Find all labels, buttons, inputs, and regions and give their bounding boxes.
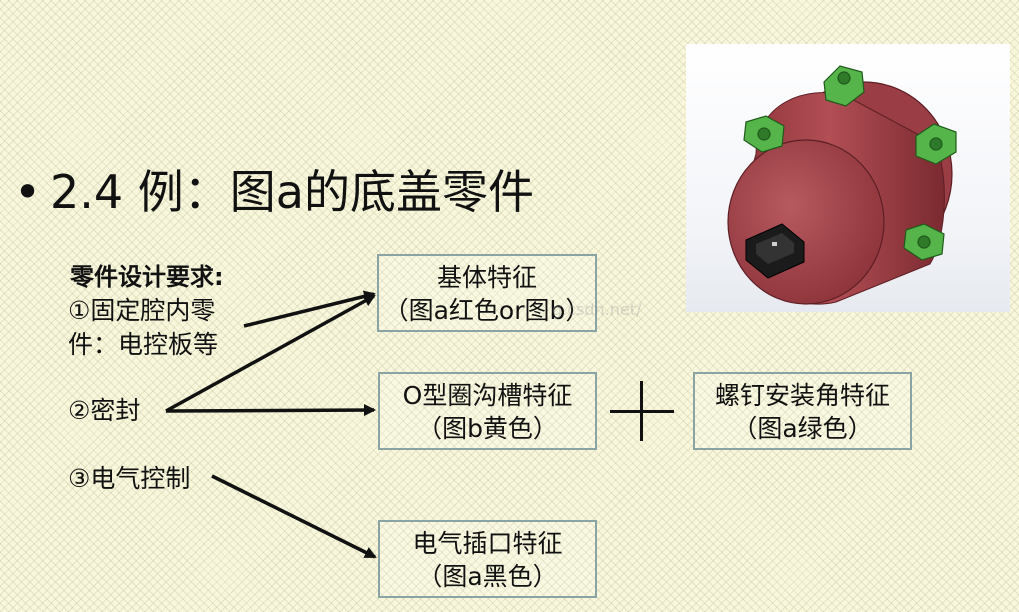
feature-oring-note: （图b黄色）: [417, 414, 558, 443]
title-bullet: •: [14, 165, 42, 219]
slide-title: •2.4 例：图a的底盖零件: [14, 162, 534, 222]
requirement-1-line-2: 件：电控板等: [68, 330, 219, 359]
front-face: [727, 139, 885, 305]
screw-lug-top: [823, 65, 865, 107]
electrical-plug: [745, 223, 805, 279]
feature-base-note: （图a红色or图b）: [383, 296, 591, 325]
feature-plug-note: （图a黑色）: [417, 562, 558, 591]
feature-box-screw-lug: 螺钉安装角特征 （图a绿色）: [693, 372, 912, 450]
title-text: 2.4 例：图a的底盖零件: [50, 165, 534, 219]
requirement-1-line-1: ①固定腔内零: [68, 296, 216, 325]
requirement-2: ②密封: [68, 396, 141, 425]
feature-base-title: 基体特征: [436, 263, 537, 292]
requirements-heading: 零件设计要求:: [70, 263, 224, 291]
feature-box-base: 基体特征 （图a红色or图b）: [377, 254, 597, 332]
requirement-3: ③电气控制: [68, 464, 191, 493]
feature-box-oring-groove: O型圈沟槽特征 （图b黄色）: [378, 372, 597, 450]
screw-lug-top-hole: [837, 71, 851, 85]
plus-icon: [610, 381, 674, 441]
screw-lug-bottom-hole: [917, 235, 931, 249]
arrow-req2-to-base: [165, 294, 376, 413]
arrow-req2-to-oring: [165, 404, 376, 417]
watermark-text: g.csdn.net/: [552, 300, 642, 319]
arrow-req1-to-base: [243, 290, 376, 328]
bottom-cover-render: [727, 65, 957, 305]
feature-box-electrical-plug: 电气插口特征 （图a黑色）: [378, 520, 597, 598]
screw-lug-left-hole: [757, 127, 771, 141]
feature-oring-title: O型圈沟槽特征: [402, 381, 573, 410]
feature-screw-title: 螺钉安装角特征: [714, 381, 890, 410]
feature-plug-title: 电气插口特征: [412, 529, 563, 558]
screw-lug-group: [743, 65, 957, 261]
cad-part-image: [686, 44, 1010, 312]
arrow-req3-to-plug: [211, 474, 377, 559]
feature-screw-note: （图a绿色）: [732, 414, 873, 443]
screw-lug-right-hole: [929, 137, 943, 151]
